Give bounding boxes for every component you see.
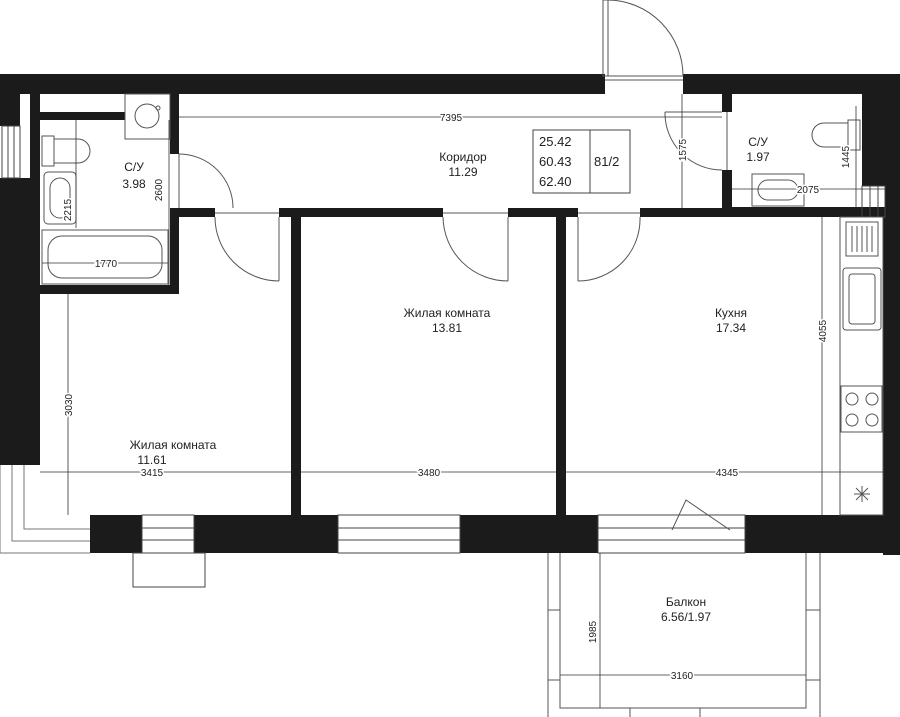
wall-bath-bottom bbox=[40, 285, 179, 294]
middle-room-door-swing bbox=[442, 216, 509, 282]
bath-door-swing bbox=[178, 153, 234, 209]
wc-toilet-icon bbox=[811, 119, 861, 151]
kitchen-sink-icon bbox=[842, 267, 882, 331]
kitchen-counter bbox=[839, 216, 884, 516]
wall-left-bath bbox=[30, 94, 40, 294]
living-middle-name: Жилая комната bbox=[404, 306, 491, 320]
dim-wc-width: 2075 bbox=[797, 185, 820, 196]
bathtub-icon bbox=[41, 229, 169, 285]
wall-wc-left bbox=[722, 94, 732, 112]
dim-kitchen-width: 4345 bbox=[716, 468, 739, 479]
apartment-number: 81/2 bbox=[594, 154, 619, 169]
window-bottom-mid bbox=[337, 514, 461, 554]
entrance-door-swing bbox=[607, 0, 684, 77]
wall-mid-room bbox=[556, 208, 566, 515]
living-area-value: 25.42 bbox=[539, 134, 572, 149]
wall-right-upper bbox=[862, 74, 900, 186]
dimension-labels: 7395 1575 2600 2215 1770 1445 2075 4055 … bbox=[62, 112, 854, 684]
radiator-icon bbox=[845, 221, 879, 257]
window-bottom-left bbox=[141, 514, 195, 554]
fixtures bbox=[41, 93, 884, 516]
window-left-top bbox=[1, 125, 21, 179]
living-left-area: 11.61 bbox=[137, 453, 166, 467]
living-left-name: Жилая комната bbox=[130, 438, 217, 452]
wall-bottom-1 bbox=[90, 515, 142, 553]
wc-door-swing bbox=[664, 111, 723, 171]
wall-top-left bbox=[0, 74, 605, 94]
dim-left-room-depth: 3030 bbox=[64, 393, 75, 416]
dim-corridor-height: 1575 bbox=[678, 138, 689, 161]
entrance-door-leaf bbox=[602, 0, 609, 77]
dim-balcony-depth: 1985 bbox=[588, 620, 599, 643]
dim-bath-height: 2600 bbox=[154, 178, 165, 201]
doors bbox=[178, 0, 731, 531]
dim-bath-sink: 2215 bbox=[63, 198, 74, 221]
bathroom-small-area: 1.97 bbox=[746, 150, 770, 164]
dim-middle-room-width: 3480 bbox=[418, 468, 441, 479]
room-labels: С/У 3.98 Коридор 11.29 С/У 1.97 Жилая ко… bbox=[122, 135, 770, 624]
wall-left-room bbox=[291, 208, 301, 515]
wall-left-upper bbox=[0, 74, 20, 126]
fridge-icon bbox=[854, 486, 870, 502]
bathroom-main-area: 3.98 bbox=[122, 177, 146, 191]
wall-bath-right bbox=[170, 94, 179, 154]
wall-corridor-bottom-2 bbox=[279, 208, 443, 217]
balcony-area: 6.56/1.97 bbox=[661, 610, 711, 624]
wall-top-right bbox=[683, 74, 900, 94]
washing-machine bbox=[124, 93, 171, 140]
corridor-area: 11.29 bbox=[448, 165, 477, 179]
kitchen-area: 17.34 bbox=[716, 321, 746, 335]
area-table: 25.42 60.43 62.40 81/2 bbox=[532, 129, 631, 194]
balcony-outline bbox=[547, 553, 821, 717]
wall-wc-bottom bbox=[722, 207, 885, 217]
total-with-balcony-value: 62.40 bbox=[539, 174, 572, 189]
dim-wc-height: 1445 bbox=[841, 145, 852, 168]
wall-bottom-2 bbox=[194, 515, 338, 553]
stove-icon bbox=[840, 385, 883, 433]
wall-corridor-bottom-3 bbox=[508, 208, 578, 217]
wall-corridor-bottom-1 bbox=[170, 208, 215, 217]
dim-left-room-width: 3415 bbox=[141, 468, 164, 479]
toilet-icon bbox=[41, 135, 91, 167]
windows bbox=[0, 125, 886, 588]
balcony-door bbox=[671, 499, 731, 531]
wall-wc-left-low bbox=[722, 170, 732, 217]
wall-bottom-4 bbox=[745, 515, 900, 553]
wc-sink-icon bbox=[751, 173, 805, 207]
wall-bottom-3 bbox=[460, 515, 598, 553]
window-bottom-kitchen bbox=[597, 514, 746, 554]
dim-corridor-length: 7395 bbox=[440, 113, 463, 124]
dim-bath-width: 1770 bbox=[95, 259, 118, 270]
step-box bbox=[132, 552, 206, 588]
wall-bath-right-low bbox=[170, 208, 179, 294]
total-area-value: 60.43 bbox=[539, 154, 572, 169]
kitchen-door-swing bbox=[577, 216, 641, 282]
wall-bath-top bbox=[40, 112, 125, 120]
corridor-name: Коридор bbox=[439, 150, 487, 164]
dim-kitchen-depth: 4055 bbox=[818, 319, 829, 342]
kitchen-name: Кухня bbox=[715, 306, 747, 320]
walls bbox=[0, 74, 900, 555]
balcony-name: Балкон bbox=[666, 595, 706, 609]
wall-right-lower bbox=[883, 217, 900, 555]
wall-right-mid bbox=[885, 186, 900, 217]
bathroom-main-name: С/У bbox=[124, 160, 144, 174]
living-middle-area: 13.81 bbox=[432, 321, 462, 335]
dimension-lines bbox=[40, 94, 885, 708]
dim-balcony-width: 3160 bbox=[671, 671, 694, 682]
left-room-door-swing bbox=[214, 216, 280, 282]
bathroom-small-name: С/У bbox=[748, 135, 768, 149]
